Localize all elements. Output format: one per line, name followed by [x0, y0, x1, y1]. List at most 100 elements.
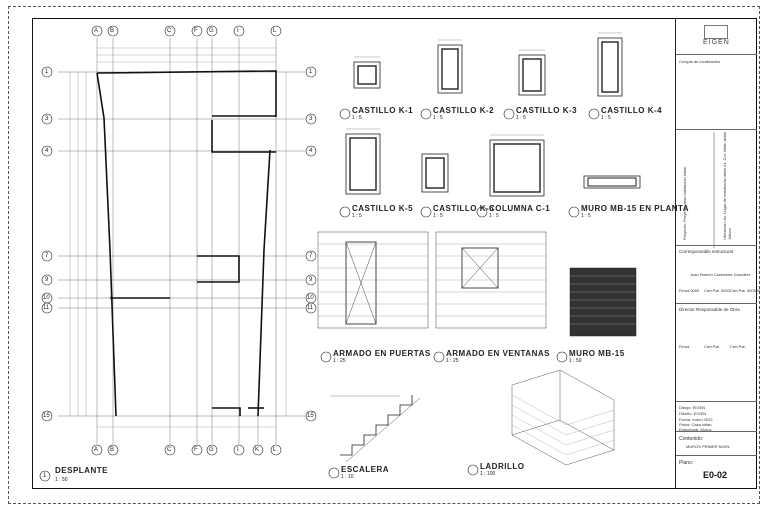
armado-puertas-scale: 1 : 25: [333, 358, 346, 364]
titleblock-logo-row: EIGEN: [676, 19, 757, 55]
axis-label-bottom-c: C: [167, 447, 172, 453]
stair-section: [330, 395, 421, 463]
axis-label-row-7-right: 7: [309, 253, 313, 259]
titleblock-director-row: Director Responsable de Obra Firma Cert.…: [676, 304, 757, 402]
columna-c1-scale: 1 : 5: [489, 213, 499, 219]
armado-puertas-title: ARMADO EN PUERTAS: [333, 349, 431, 358]
castillo-k3-title: CASTILLO K-3: [516, 106, 578, 115]
escalera-scale: 1 : 10: [341, 474, 354, 480]
axis-label-top-b: B: [110, 28, 115, 34]
axis-label-row-10: 10: [43, 295, 50, 301]
muro-mb15-scale: 1 : 50: [569, 358, 582, 364]
plan-title: DESPLANTE: [55, 466, 108, 475]
axis-label-bottom-a: A: [94, 447, 99, 453]
plano-number: E0-02: [703, 470, 728, 480]
muro-mb15-planta-title: MURO MB-15 EN PLANTA: [581, 204, 690, 213]
plan-number: 1: [43, 473, 47, 479]
axis-label-bottom-l: L: [273, 447, 277, 453]
escalera-title: ESCALERA: [341, 465, 390, 474]
corresponsable-cert-1: Cert.Pat. 0000: [704, 288, 730, 293]
axis-label-top-l: L: [273, 28, 277, 34]
plano-label: Plano:: [679, 460, 694, 466]
plan-scale: 1 : 50: [55, 477, 68, 483]
axis-label-top-g: G: [209, 28, 214, 34]
axis-label-bottom-i: I: [237, 447, 239, 453]
contenido-value: MUROS PRIMER NIVEL: [686, 444, 731, 449]
axis-label-row-4: 4: [45, 148, 49, 154]
castillo-k1-title: CASTILLO K-1: [352, 106, 414, 115]
muro-mb15-elevation: [569, 267, 637, 337]
axis-label-row-15-right: 15: [307, 413, 314, 419]
muro-mb15-title: MURO MB-15: [569, 349, 625, 358]
titleblock-croquis-row: Croquis de localización: [676, 55, 757, 130]
axis-label-row-11-right: 11: [307, 305, 314, 311]
armado-ventanas-title: ARMADO EN VENTANAS: [446, 349, 550, 358]
axis-label-row-3-right: 3: [309, 116, 313, 122]
director-cert-2: Cert.Pat.: [730, 344, 746, 349]
contenido-label: Contenido:: [679, 436, 704, 442]
brick-isometric: [511, 369, 615, 466]
horizontal-axes: [58, 71, 305, 417]
castillo-k5-title: CASTILLO K-5: [352, 204, 414, 213]
castillo-k6-title: CASTILLO K-6: [433, 204, 495, 213]
axis-label-bottom-f: F: [194, 447, 198, 453]
project-name: Proyecto: Proyecto casa habitación Ixtla…: [682, 166, 687, 240]
dibujo: Dibujo: EIGEN: [679, 405, 706, 410]
fecha: Fecha: enero 2022: [679, 417, 713, 422]
ladrillo-scale: 1 : 100: [480, 471, 496, 477]
plano-tipo: Estructural, Muros: [679, 427, 712, 432]
drawing-sheet: [8, 6, 760, 504]
director-cert-1: Cert.Pat.: [704, 344, 720, 349]
axis-label-top-c: C: [167, 28, 172, 34]
axis-label-row-1-right: 1: [309, 69, 313, 75]
axis-label-row-11: 11: [43, 305, 50, 311]
project-location: Ubicación: Av. Lugar de residencia Ixtlá…: [722, 131, 732, 240]
corresponsable-label: Corresponsable estructural: [679, 249, 734, 254]
titleblock-corresponsable-row: Corresponsable estructural Juan Ramón Ca…: [676, 246, 761, 304]
axis-label-top-f: F: [194, 28, 198, 34]
columna-c1-title: COLUMNA C-1: [489, 204, 551, 213]
axis-label-row-7: 7: [45, 253, 49, 259]
axis-label-row-3: 3: [45, 116, 49, 122]
axis-label-bottom-g: G: [209, 447, 214, 453]
castillo-k2-scale: 1 : 5: [433, 115, 443, 121]
castillo-k4-scale: 1 : 5: [601, 115, 611, 121]
director-label: Director Responsable de Obra: [679, 307, 740, 312]
corresponsable-name: Juan Ramón Camarena González: [690, 272, 751, 277]
logo-mark: [704, 25, 728, 39]
castillo-k6-scale: 1 : 5: [433, 213, 443, 219]
titleblock-credits-row: Dibujo: EIGEN Diseño: EIGEN Fecha: enero…: [676, 402, 757, 432]
floor-plan: [58, 38, 305, 444]
walls: [96, 70, 277, 417]
castillo-k1-scale: 1 : 5: [352, 115, 362, 121]
axis-label-row-15: 15: [43, 413, 50, 419]
axis-label-row-4-right: 4: [309, 148, 313, 154]
drawing-frame: [32, 18, 757, 489]
plano-casa: Plano: Casa Ixtlán: [679, 422, 712, 427]
castillo-k3-scale: 1 : 5: [516, 115, 526, 121]
axis-label-bottom-k: K: [255, 447, 260, 453]
title-block: EIGEN Croquis de localización Proyecto: …: [675, 19, 761, 488]
titleblock-project-row: Proyecto: Proyecto casa habitación Ixtla…: [676, 130, 757, 246]
axis-label-row-9-right: 9: [309, 277, 313, 283]
detail-title-bubbles: [320, 108, 600, 479]
castillo-sections: [345, 32, 641, 197]
director-firma: Firma: [679, 344, 690, 349]
corresponsable-firma: Firma 0000: [679, 288, 700, 293]
castillo-k4-title: CASTILLO K-4: [601, 106, 663, 115]
axis-label-top-i: I: [237, 28, 239, 34]
axis-label-row-1: 1: [45, 69, 49, 75]
axis-label-row-10-right: 10: [307, 295, 314, 301]
axis-bubbles: [39, 25, 317, 482]
diseno: Diseño: EIGEN: [679, 411, 707, 416]
corresponsable-cert-2: Cert.Pat. 000000: [730, 288, 761, 293]
castillo-k5-scale: 1 : 5: [352, 213, 362, 219]
armado-ventanas-scale: 1 : 25: [446, 358, 459, 364]
ladrillo-title: LADRILLO: [480, 462, 525, 471]
brick-walls: [317, 231, 547, 329]
croquis-label: Croquis de localización: [679, 59, 721, 64]
titleblock-plano-row: Plano: E0-02: [676, 456, 757, 488]
company-logo: EIGEN: [703, 39, 730, 46]
dimension-lines: [69, 47, 287, 428]
